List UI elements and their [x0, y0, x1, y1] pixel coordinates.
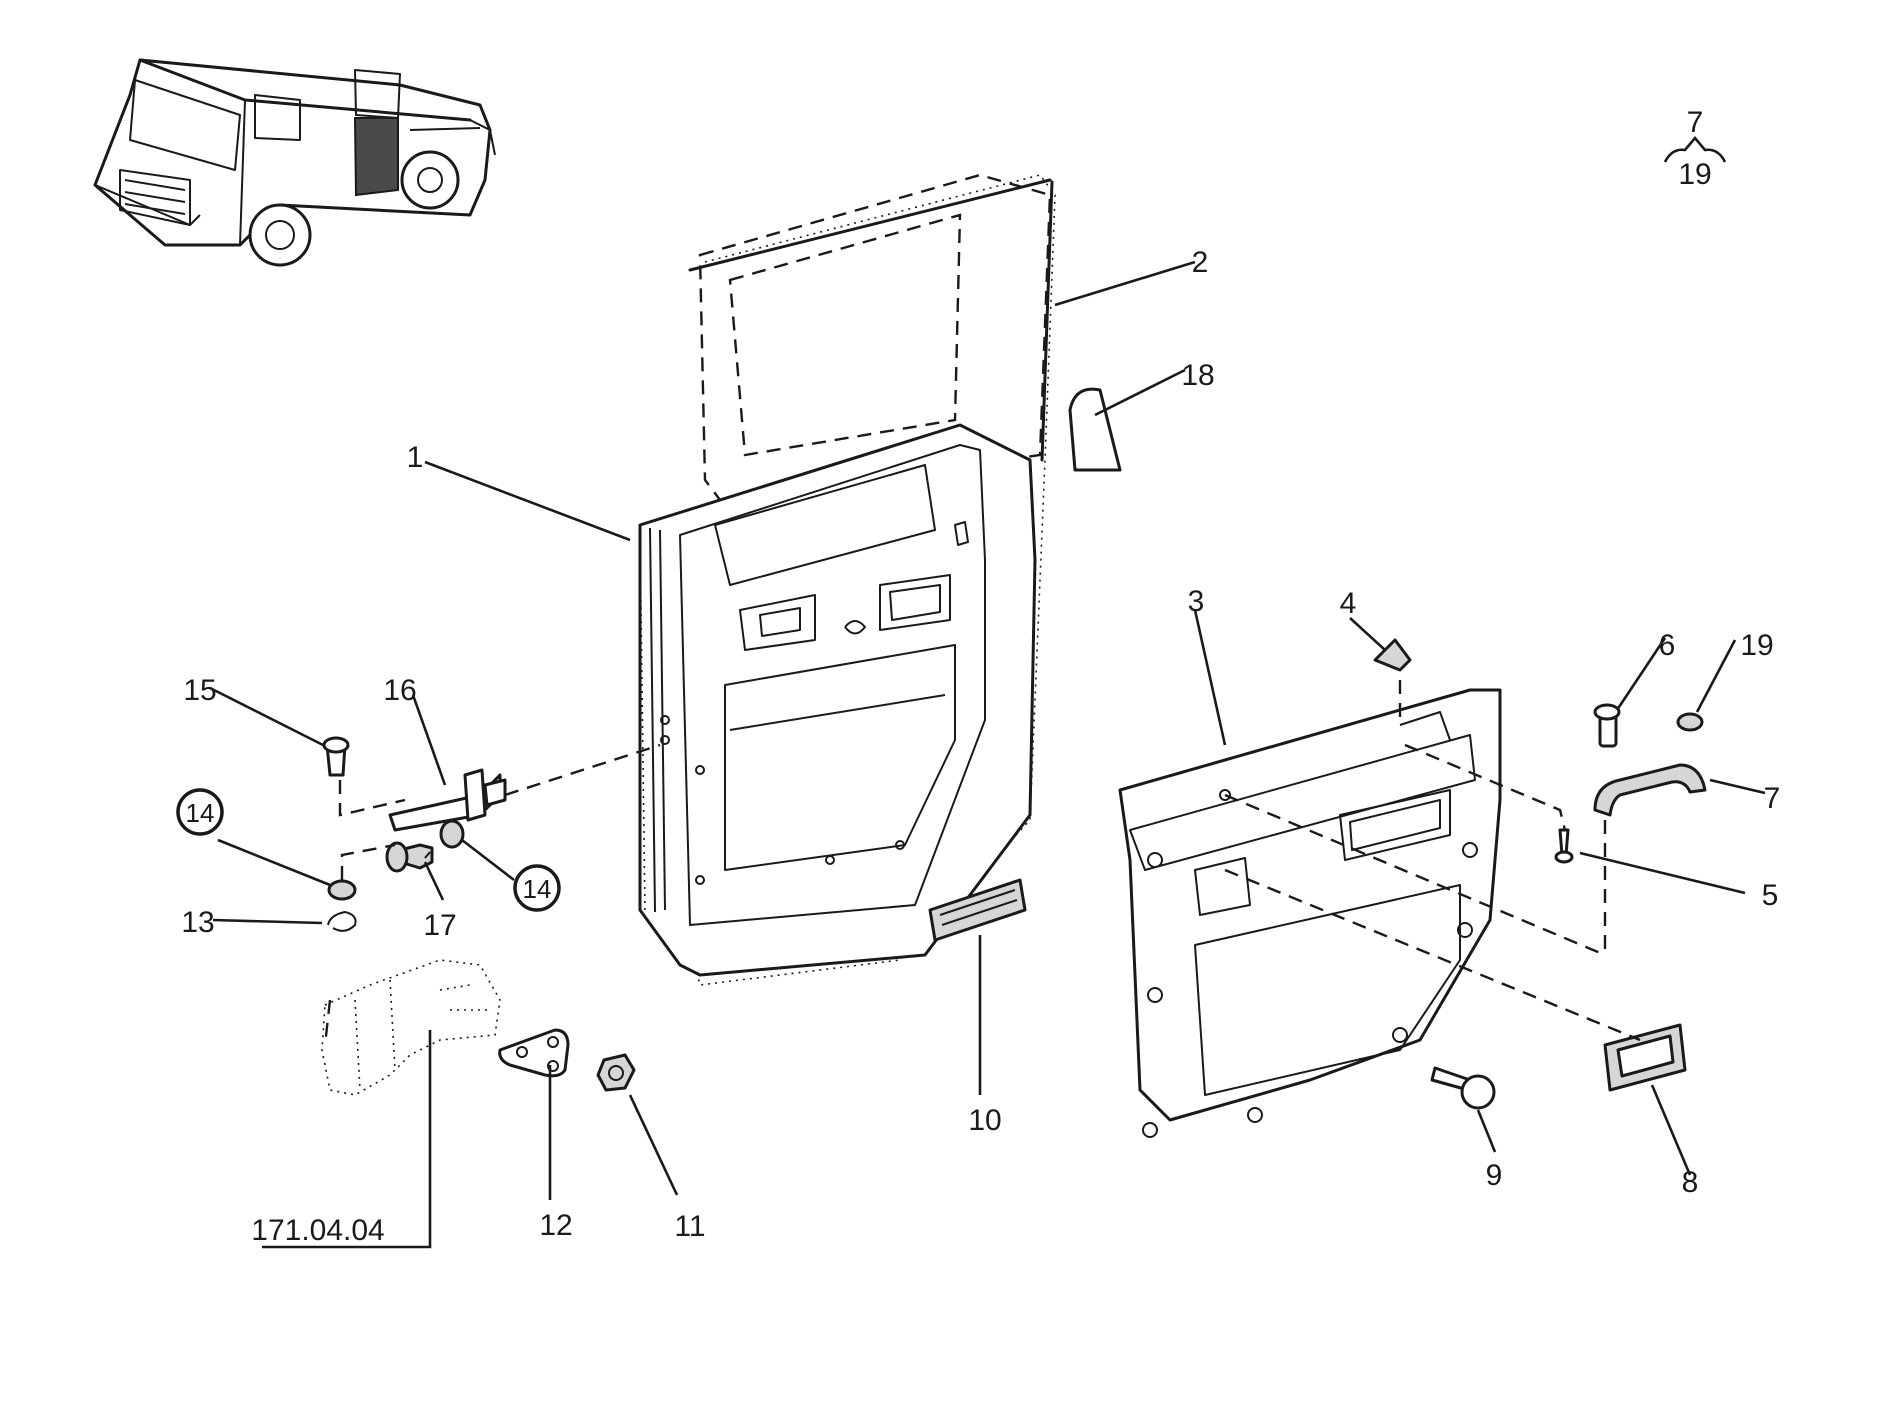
callout-9: 9: [1486, 1159, 1503, 1192]
inner-panel-part-3: [1118, 688, 1502, 1138]
clip-part-4: [1373, 638, 1412, 672]
window-frame-part-2: [688, 173, 1056, 986]
callout-7: 7: [1764, 782, 1781, 815]
badge-part-10: [928, 878, 1027, 942]
nut-part-11: [596, 1053, 636, 1092]
bezel-part-8: [1603, 1023, 1687, 1092]
callout-8: 8: [1682, 1166, 1699, 1199]
callout-12: 12: [539, 1209, 572, 1242]
callout-15: 15: [183, 674, 216, 707]
corner-trim-part-18: [1068, 387, 1122, 472]
reference-number: 171.04.04: [251, 1214, 384, 1247]
hinge-block: [321, 959, 501, 1096]
assembly-note: 7 19: [1663, 106, 1727, 191]
check-strap-hardware: [322, 736, 507, 932]
callout-14-left-circle: [176, 788, 224, 836]
callout-14-left: 14: [186, 798, 215, 828]
callout-18: 18: [1181, 359, 1214, 392]
push-clip-part-9: [1430, 1066, 1496, 1110]
callout-6: 6: [1659, 629, 1676, 662]
callout-19: 19: [1740, 629, 1773, 662]
circlip-part-13: [327, 911, 357, 932]
callout-1: 1: [407, 441, 424, 474]
assembly-lines: [338, 680, 1641, 1042]
callout-11: 11: [674, 1210, 705, 1243]
plate-part-12: [498, 1028, 570, 1078]
callout-2: 2: [1192, 246, 1209, 279]
callout-14-right-circle: [513, 864, 561, 912]
assembly-note-bottom: 19: [1678, 158, 1711, 191]
callout-5: 5: [1762, 879, 1779, 912]
washer-part-14-left: [327, 879, 357, 901]
callout-4: 4: [1340, 587, 1357, 620]
callout-10: 10: [968, 1104, 1001, 1137]
grab-handle-parts: [1554, 703, 1707, 864]
callout-17: 17: [423, 909, 456, 942]
handle-part-7: [1593, 763, 1707, 817]
callout-3: 3: [1188, 585, 1205, 618]
callout-14-right: 14: [523, 874, 552, 904]
leader-lines: [209, 260, 1766, 1249]
callout-13: 13: [181, 906, 214, 939]
callout-16: 16: [383, 674, 416, 707]
assembly-note-top: 7: [1687, 106, 1704, 139]
callout-labels: 1 2 3 4 5 6 7 8 9 10 11 12 13 14 14 15 1…: [181, 246, 1780, 1247]
washer-part-14-right: [439, 819, 465, 849]
vehicle-thumbnail: [93, 58, 496, 267]
door-shell-part-1: [638, 423, 1037, 977]
cap-part-19: [1676, 712, 1704, 732]
